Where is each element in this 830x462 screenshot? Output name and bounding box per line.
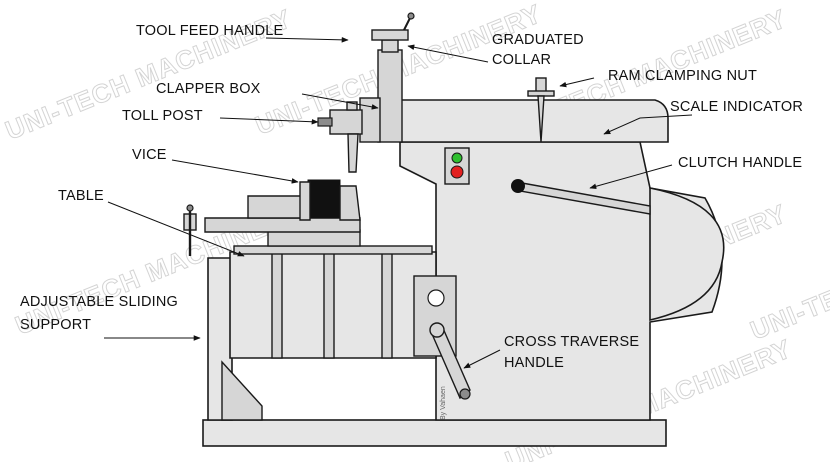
label-clapper-box: CLAPPER BOX — [156, 81, 261, 97]
label-adjustable-sliding-support-line2: SUPPORT — [20, 317, 91, 333]
label-tool-feed-handle: TOOL FEED HANDLE — [136, 23, 284, 39]
tool-head-slide — [377, 49, 403, 143]
label-cross-traverse-handle-line1: CROSS TRAVERSE — [504, 334, 639, 350]
support-rib — [221, 360, 263, 421]
table-top-plate — [233, 245, 433, 255]
label-vice: VICE — [132, 147, 167, 163]
green-indicator-light — [451, 152, 463, 164]
pulley-housing — [649, 187, 725, 322]
table-rib — [381, 251, 393, 359]
ram — [399, 99, 669, 143]
label-graduated-collar-line2: COLLAR — [492, 52, 551, 68]
tool-post — [317, 101, 363, 135]
table-rib — [271, 251, 283, 359]
label-graduated-collar-line1: GRADUATED — [492, 32, 584, 48]
cross-traverse-handle[interactable] — [429, 322, 471, 400]
label-clutch-handle: CLUTCH HANDLE — [678, 155, 802, 171]
red-indicator-light — [450, 165, 464, 179]
artist-signature: By Vahaen — [440, 386, 447, 420]
label-scale-indicator: SCALE INDICATOR — [670, 99, 803, 115]
cross-traverse-hub — [427, 289, 445, 307]
vice — [183, 179, 361, 256]
label-toll-post: TOLL POST — [122, 108, 203, 124]
clapper-box — [359, 97, 381, 143]
cutting-tool — [347, 133, 359, 173]
ram-clamping-nut — [527, 77, 555, 143]
label-ram-clamping-nut: RAM CLAMPING NUT — [608, 68, 757, 84]
label-table: TABLE — [58, 188, 104, 204]
tool-feed-handle[interactable] — [371, 12, 415, 53]
machine-base — [202, 419, 667, 447]
label-adjustable-sliding-support-line1: ADJUSTABLE SLIDING — [20, 294, 178, 310]
table-rib — [323, 251, 335, 359]
clutch-handle[interactable] — [511, 179, 651, 215]
label-cross-traverse-handle-line2: HANDLE — [504, 355, 564, 371]
leader-lines — [104, 37, 693, 369]
